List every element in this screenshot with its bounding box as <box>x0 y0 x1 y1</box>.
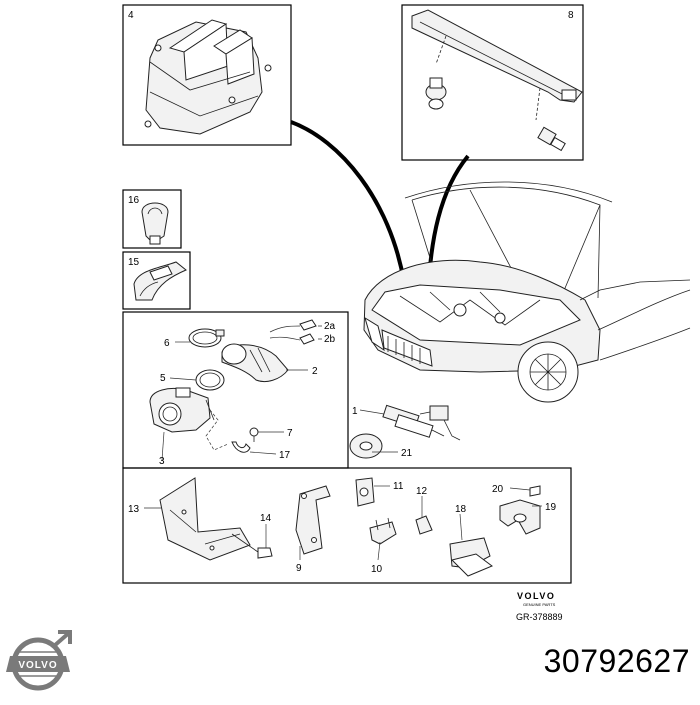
brand-tagline: GENUINE PARTS <box>523 602 556 607</box>
sensor-1 <box>382 404 461 441</box>
box-clip-15 <box>122 251 191 310</box>
callout-17: 17 <box>279 450 291 461</box>
clamp-19 <box>499 499 541 535</box>
air-cleaner-housing <box>144 19 272 135</box>
clip-10 <box>369 517 397 545</box>
callout-19: 19 <box>545 502 557 513</box>
bolt-14 <box>231 533 273 559</box>
callout-6: 6 <box>164 338 170 349</box>
callout-8: 8 <box>568 10 574 21</box>
bracket-13 <box>159 477 251 561</box>
fuel-sensor <box>537 126 566 152</box>
callout-2a: 2a <box>324 321 336 332</box>
callout-4: 4 <box>128 10 134 21</box>
box-clip-16 <box>122 189 182 249</box>
washer-21 <box>349 433 383 459</box>
bolt-20 <box>529 485 541 497</box>
callout-5: 5 <box>160 373 166 384</box>
pad-18 <box>449 537 493 577</box>
air-hose-2 <box>221 343 289 383</box>
bracket-9 <box>295 485 331 555</box>
callout-12: 12 <box>416 486 428 497</box>
fuel-rail <box>411 9 583 121</box>
clip-16 <box>141 202 169 245</box>
box-air-cleaner <box>122 4 292 146</box>
logo-text: VOLVO <box>18 660 57 671</box>
callout-9: 9 <box>296 563 302 574</box>
hose-clamp-5 <box>195 369 225 391</box>
callout-16: 16 <box>128 195 140 206</box>
leader-lines <box>144 325 542 561</box>
callout-18: 18 <box>455 504 467 515</box>
car-front-engine-bay <box>363 181 691 403</box>
callout-21: 21 <box>401 448 413 459</box>
clamp-17 <box>231 441 251 453</box>
screw-7 <box>249 427 259 442</box>
clip-12 <box>415 515 433 535</box>
mass-air-flow-meter-3 <box>149 387 215 433</box>
brand-small: VOLVO <box>517 591 555 601</box>
pointer-line-air-cleaner <box>290 120 406 283</box>
callout-1: 1 <box>352 406 358 417</box>
box-fuel-rail <box>401 4 584 161</box>
connector-dashes <box>205 409 229 451</box>
pressure-regulator <box>425 77 447 110</box>
callout-13: 13 <box>128 504 140 515</box>
callout-10: 10 <box>371 564 383 575</box>
callout-2b: 2b <box>324 334 336 345</box>
volvo-logo: VOLVO <box>6 630 72 691</box>
box-brackets <box>122 467 572 584</box>
clip-15 <box>133 261 187 301</box>
callout-2: 2 <box>312 366 318 377</box>
callout-15: 15 <box>128 257 140 268</box>
drawing-ref: GR-378889 <box>516 612 563 622</box>
callout-3: 3 <box>159 456 165 467</box>
hose-clamp-6 <box>188 328 225 348</box>
part-number: 30792627 <box>543 643 690 679</box>
vacuum-plugs-2a-2b <box>269 319 317 345</box>
callout-14: 14 <box>260 513 272 524</box>
callout-7: 7 <box>287 428 293 439</box>
bracket-11 <box>355 477 375 507</box>
callout-11: 11 <box>393 481 404 492</box>
callout-20: 20 <box>492 484 504 495</box>
